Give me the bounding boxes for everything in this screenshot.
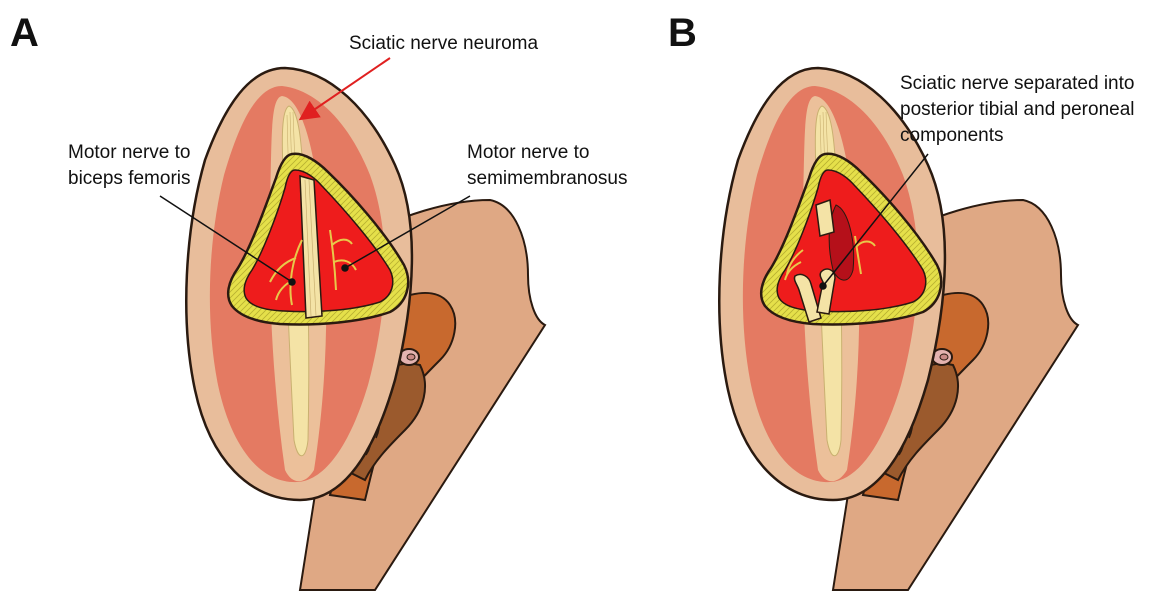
panel-letter-b: B	[668, 11, 697, 55]
label-semi-line1: Motor nerve to	[467, 142, 590, 163]
panel-b: B Sciatic nerve separated into posterior…	[668, 11, 1135, 590]
label-separated-line3: components	[900, 125, 1004, 146]
panel-letter-a: A	[10, 11, 39, 55]
panel-a: A Sciatic nerve neuroma Motor nerve to b…	[10, 11, 628, 590]
label-separated-line2: posterior tibial and peroneal	[900, 99, 1135, 120]
label-semi-line2: semimembranosus	[467, 168, 628, 189]
label-biceps-line1: Motor nerve to	[68, 142, 191, 163]
nerve-segment-upper	[816, 200, 834, 236]
label-separated-line1: Sciatic nerve separated into	[900, 73, 1134, 94]
label-sciatic-nerve-neuroma: Sciatic nerve neuroma	[349, 33, 538, 54]
label-biceps-line2: biceps femoris	[68, 168, 191, 189]
